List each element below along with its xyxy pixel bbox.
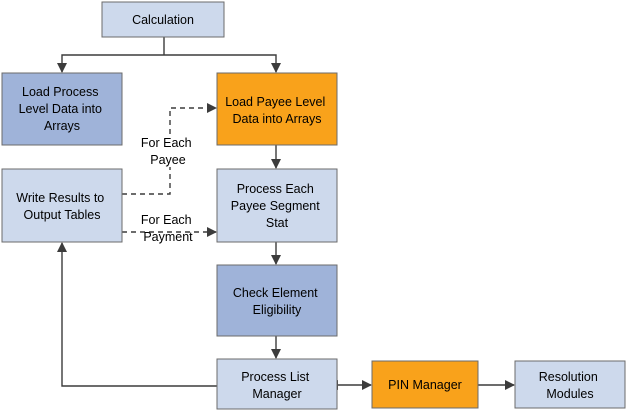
node-pin-manager: PIN Manager <box>371 360 479 409</box>
node-write-results-line-2: Output Tables <box>24 208 101 222</box>
connector-to-load-payee <box>164 54 281 73</box>
svg-text:Process Each Payee Segme: Process Each Payee Segment Stat <box>231 182 323 230</box>
node-resolution-modules: Resolution Modules <box>514 360 626 409</box>
node-write-results-line-1: Write Results to <box>16 191 104 205</box>
node-check-element-eligibility: Check Element Eligibility <box>216 264 338 337</box>
node-resolution-line-1: Resolution <box>539 370 598 384</box>
svg-text:Calculation: Calculation <box>132 13 194 27</box>
svg-text:Process List Manager: Process List Manager <box>241 370 313 401</box>
edge-label-for-each-payee: For Each Payee <box>132 135 202 167</box>
edge-label-for-each-payment-line-2: Payment <box>143 230 193 244</box>
connector-process-list-to-write <box>57 242 217 387</box>
node-process-list-manager: Process List Manager <box>216 358 338 410</box>
node-calculation-line-1: Calculation <box>132 13 194 27</box>
node-load-process-line-1: Load Process <box>22 85 98 99</box>
svg-text:For Each Payment: For Each Payment <box>141 213 195 244</box>
node-check-element-line-2: Eligibility <box>253 303 302 317</box>
node-process-each-line-2: Payee Segment <box>231 199 320 213</box>
node-pin-manager-line-1: PIN Manager <box>388 378 462 392</box>
node-load-payee-level-data: Load Payee Level Data into Arrays <box>216 72 338 146</box>
svg-text:Resolution Modules: Resolution Modules <box>539 370 602 401</box>
node-process-each-line-3: Stat <box>266 216 289 230</box>
node-write-results: Write Results to Output Tables <box>1 168 123 243</box>
edge-label-for-each-payment-line-1: For Each <box>141 213 192 227</box>
node-process-each-payee: Process Each Payee Segment Stat <box>216 168 338 243</box>
svg-text:Load Payee Level Data in: Load Payee Level Data into Arrays <box>225 95 329 126</box>
node-load-payee-line-1: Load Payee Level <box>225 95 325 109</box>
edge-label-for-each-payment: For Each Payment <box>136 212 202 244</box>
svg-text:PIN Manager: PIN Manager <box>388 378 462 392</box>
node-load-payee-line-2: Data into Arrays <box>233 112 322 126</box>
node-process-list-line-1: Process List <box>241 370 310 384</box>
node-load-process-level-data: Load Process Level Data into Arrays <box>1 72 123 146</box>
node-load-process-line-2: Level Data into <box>19 102 102 116</box>
node-process-list-line-2: Manager <box>252 387 301 401</box>
node-resolution-line-2: Modules <box>546 387 593 401</box>
svg-text:Check Element Eligibilit: Check Element Eligibility <box>233 286 321 317</box>
node-check-element-line-1: Check Element <box>233 286 318 300</box>
node-calculation: Calculation <box>101 1 225 38</box>
edge-label-for-each-payee-line-1: For Each <box>141 136 192 150</box>
svg-text:Load Process Level Data: Load Process Level Data into Arrays <box>19 85 106 133</box>
svg-text:For Each Payee: For Each Payee <box>141 136 195 167</box>
connector-to-load-process <box>57 54 164 73</box>
node-load-process-line-3: Arrays <box>44 119 80 133</box>
edge-label-for-each-payee-line-2: Payee <box>150 153 185 167</box>
svg-text:Write Results to Output: Write Results to Output Tables <box>16 191 107 222</box>
node-process-each-line-1: Process Each <box>237 182 314 196</box>
